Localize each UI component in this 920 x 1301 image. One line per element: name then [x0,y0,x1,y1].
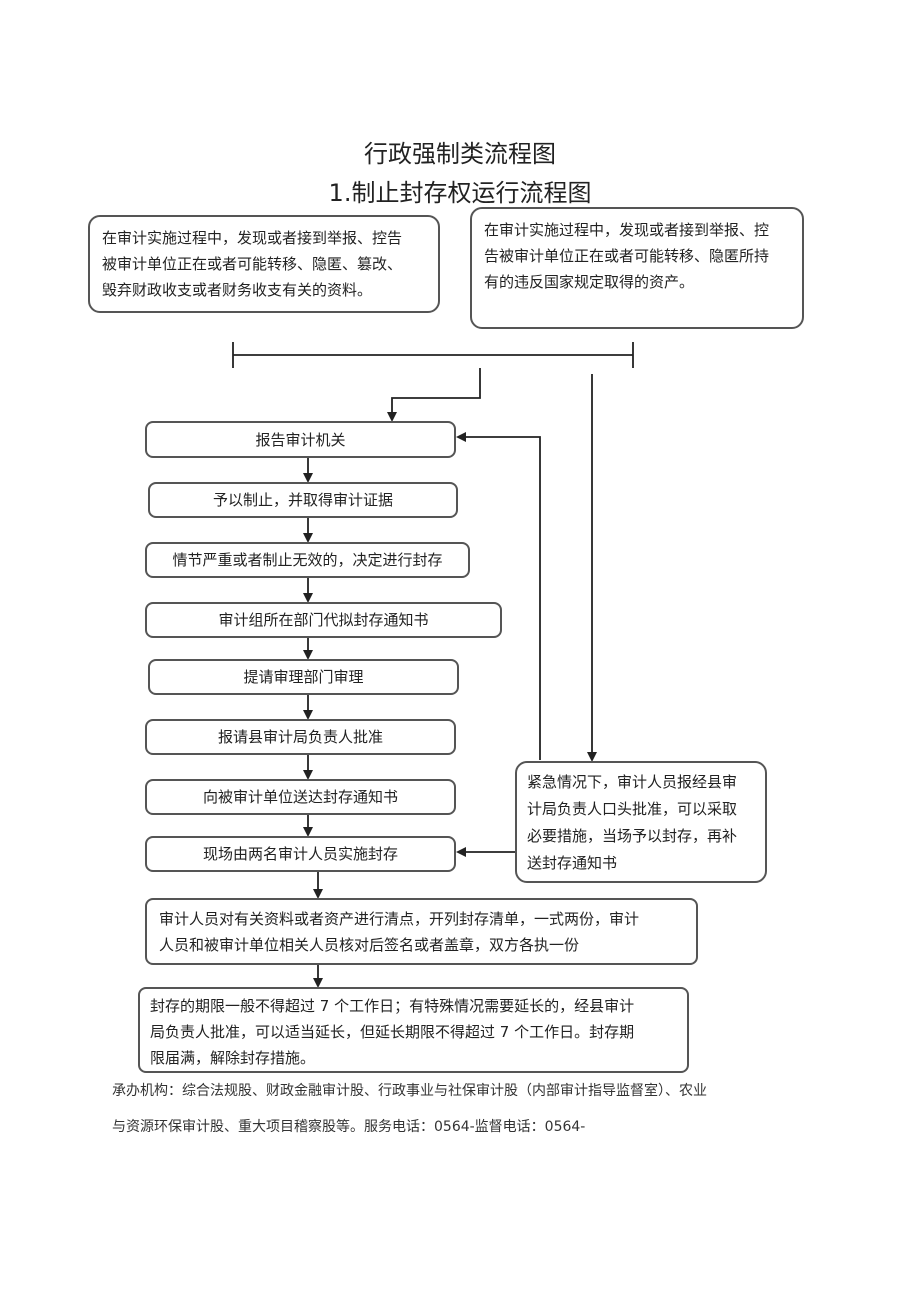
footer-line: 承办机构：综合法规股、财政金融审计股、行政事业与社保审计股（内部审计指导监督室）… [112,1083,707,1099]
trigger-left-line: 被审计单位正在或者可能转移、隐匿、篡改、 [102,255,403,273]
trigger-right-line: 有的违反国家规定取得的资产。 [484,273,695,291]
step-on-site-sealing: 现场由两名审计人员实施封存 [145,836,456,872]
sealing-period-line: 局负责人批准，可以适当延长，但延长期限不得超过 7 个工作日。封存期 [150,1023,635,1041]
inventory-line: 审计人员对有关资料或者资产进行清点，开列封存清单，一式两份，审计 [159,910,640,928]
emergency-line: 送封存通知书 [527,854,618,872]
trigger-right-line: 在审计实施过程中，发现或者接到举报、控 [484,221,770,239]
emergency-box: 紧急情况下，审计人员报经县审 计局负责人口头批准，可以采取 必要措施，当场予以封… [515,761,767,883]
step-submit-for-review: 提请审理部门审理 [148,659,459,695]
step-report-audit-office: 报告审计机关 [145,421,456,458]
step-request-approval: 报请县审计局负责人批准 [145,719,456,755]
trigger-left-line: 在审计实施过程中，发现或者接到举报、控告 [102,229,403,247]
page-subtitle: 1.制止封存权运行流程图 [328,179,592,207]
emergency-line: 必要措施，当场予以封存，再补 [527,827,738,845]
inventory-box: 审计人员对有关资料或者资产进行清点，开列封存清单，一式两份，审计 人员和被审计单… [145,898,698,965]
step-decide-sealing: 情节严重或者制止无效的，决定进行封存 [145,542,470,578]
emergency-line: 计局负责人口头批准，可以采取 [527,800,738,818]
step-deliver-sealing-notice: 向被审计单位送达封存通知书 [145,779,456,815]
emergency-line: 紧急情况下，审计人员报经县审 [527,773,738,791]
step-draft-sealing-notice: 审计组所在部门代拟封存通知书 [145,602,502,638]
arrow-merge-to-report [387,368,481,422]
trigger-left-line: 毁弃财政收支或者财务收支有关的资料。 [102,281,373,299]
trigger-left-box: 在审计实施过程中，发现或者接到举报、控告 被审计单位正在或者可能转移、隐匿、篡改… [88,215,440,313]
sealing-period-line: 限届满，解除封存措施。 [150,1049,316,1067]
sealing-period-box: 封存的期限一般不得超过 7 个工作日；有特殊情况需要延长的，经县审计 局负责人批… [138,987,689,1073]
footer-line: 与资源环保审计股、重大项目稽察股等。服务电话：0564-监督电话：0564- [112,1119,586,1135]
trigger-right-box: 在审计实施过程中，发现或者接到举报、控 告被审计单位正在或者可能转移、隐匿所持 … [470,207,804,329]
page-title: 行政强制类流程图 [364,140,556,168]
inventory-line: 人员和被审计单位相关人员核对后签名或者盖章，双方各执一份 [159,936,580,954]
sealing-period-line: 封存的期限一般不得超过 7 个工作日；有特殊情况需要延长的，经县审计 [150,997,635,1015]
arrow-emergency-to-report [456,432,541,760]
step-stop-and-collect-evidence: 予以制止，并取得审计证据 [148,482,458,518]
trigger-right-line: 告被审计单位正在或者可能转移、隐匿所持 [484,247,770,265]
